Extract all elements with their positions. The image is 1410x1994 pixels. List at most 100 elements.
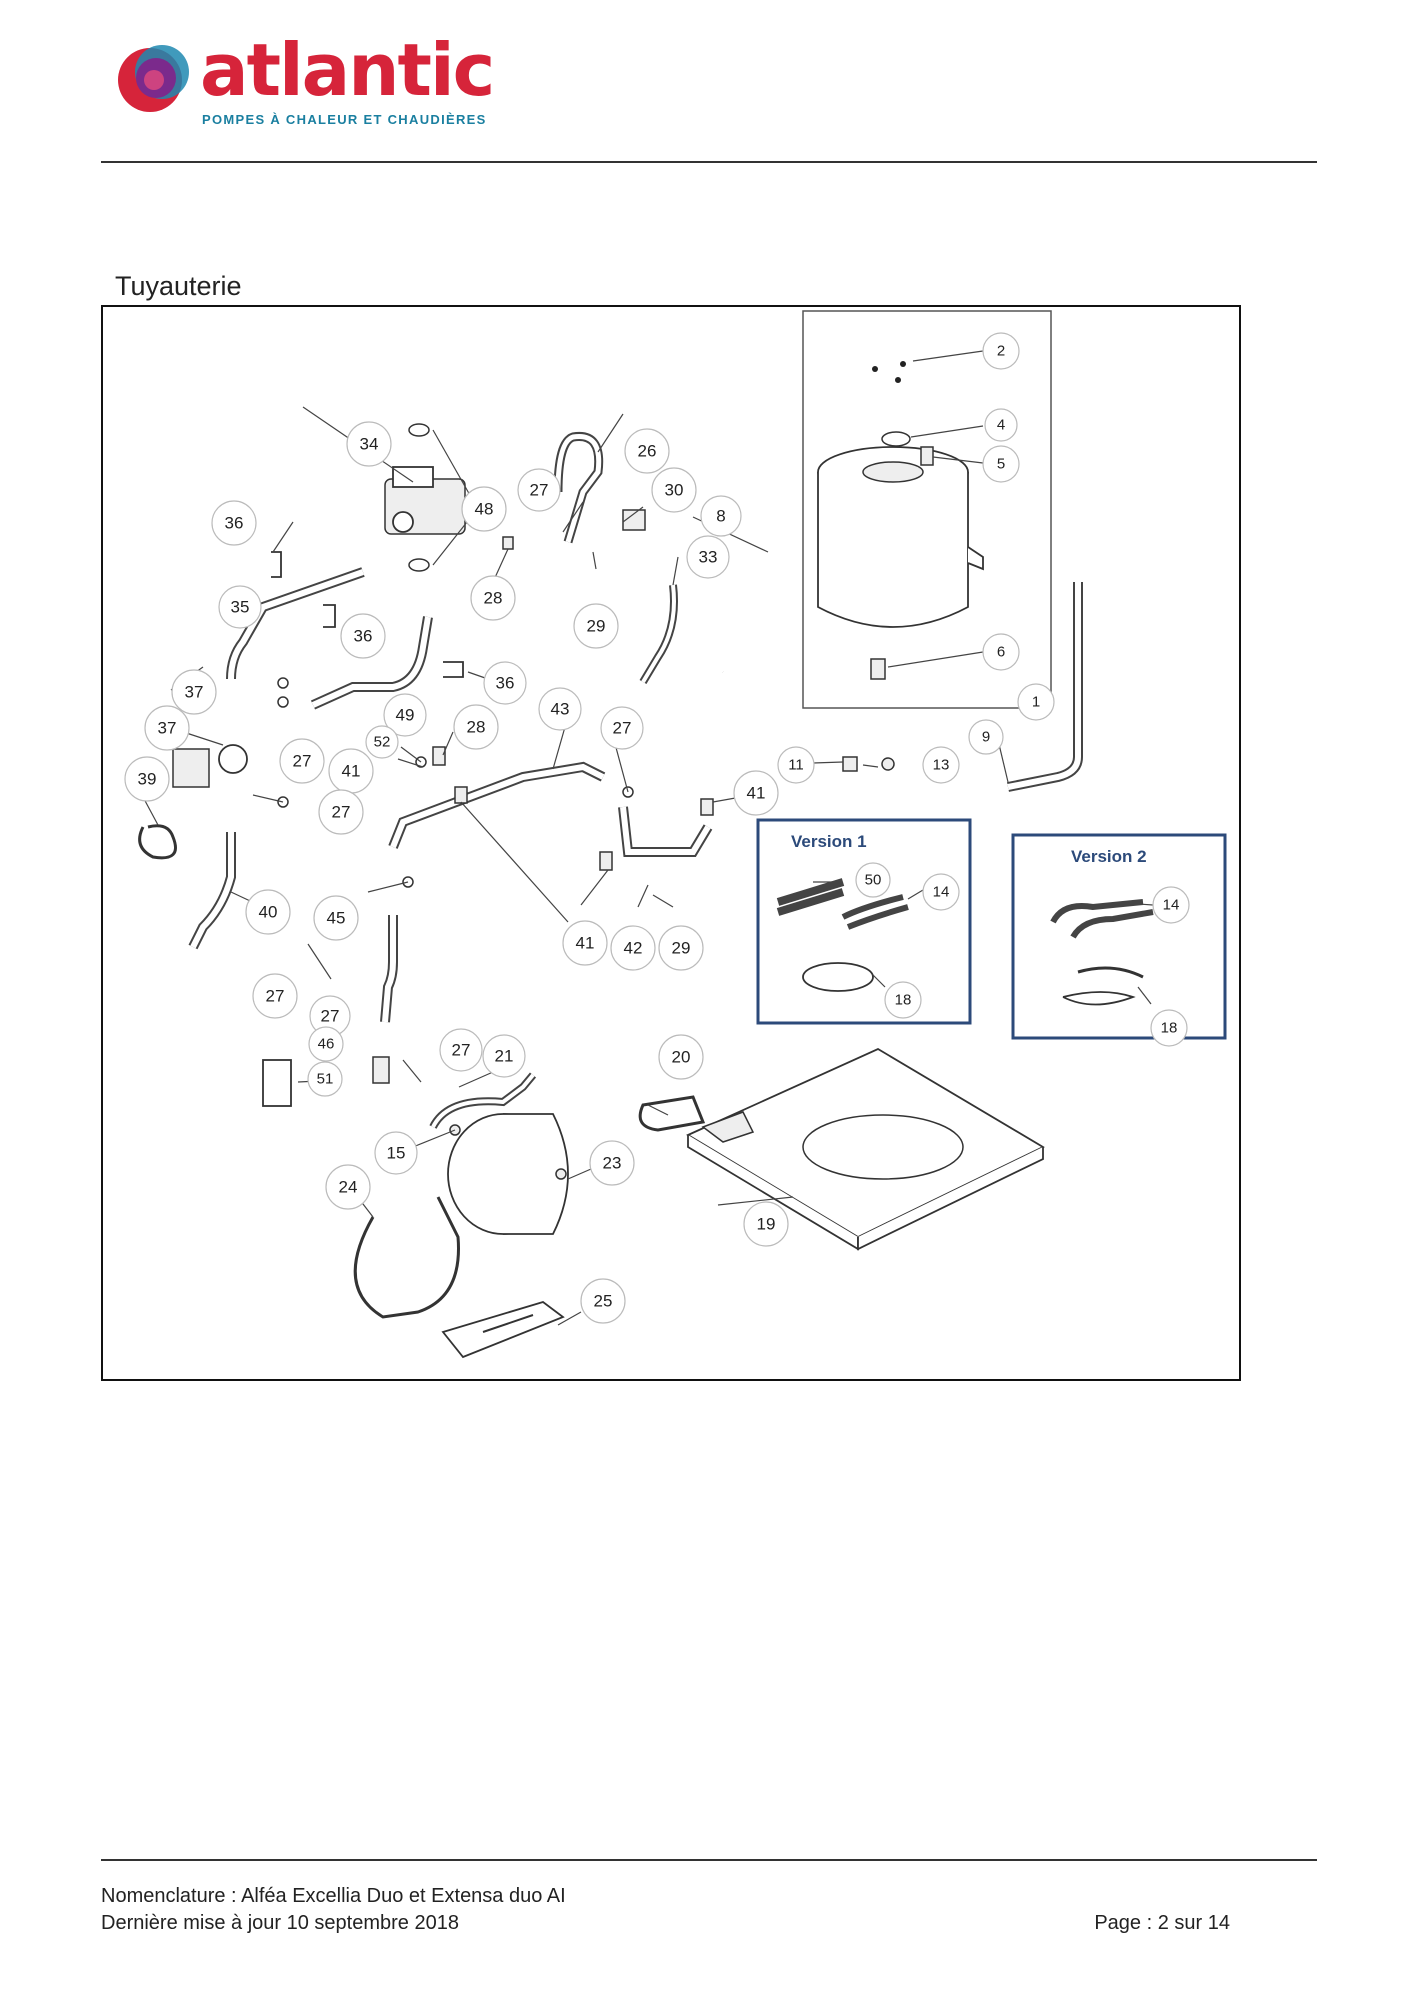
svg-text:30: 30 [665,481,684,500]
svg-text:39: 39 [138,770,157,789]
svg-text:29: 29 [672,939,691,958]
svg-text:13: 13 [933,757,950,774]
svg-text:19: 19 [757,1215,776,1234]
tee-51 [262,1059,292,1107]
svg-text:26: 26 [638,442,657,461]
callout-27a: 27 [517,468,561,512]
callout-11: 11 [777,746,815,784]
brand-name: atlantic [200,28,495,112]
callout-27f: 27 [309,995,351,1037]
strap-20 [638,1095,706,1132]
svg-text:27: 27 [530,481,549,500]
expansion-vessel-23 [447,1113,569,1235]
pipe-9 [1007,582,1083,792]
svg-text:14: 14 [1163,897,1180,914]
base-plate-19 [686,1047,1045,1251]
callout-20: 20 [658,1034,704,1080]
page-number: Page : 2 sur 14 [1094,1912,1230,1934]
svg-text:51: 51 [317,1071,334,1088]
callout-43: 43 [538,687,582,731]
callout-41b: 41 [733,770,779,816]
o-ring-27b [277,696,289,708]
header-divider [101,161,1317,163]
callout-45: 45 [313,895,359,941]
o-ring-27c [277,796,289,808]
callout-5: 5 [982,445,1020,483]
callout-24: 24 [325,1164,371,1210]
callout-40: 40 [245,889,291,935]
callout-15: 15 [374,1131,418,1175]
svg-text:27: 27 [293,752,312,771]
diagram-canvas: Version 1 Version 2 [124,310,1227,1359]
callout-27b: 27 [600,706,644,750]
svg-text:41: 41 [576,934,595,953]
o-ring-27e [622,786,634,798]
callout-52: 52 [365,725,399,759]
svg-text:27: 27 [266,987,285,1006]
svg-text:8: 8 [716,507,725,526]
valve-6 [870,658,886,680]
callout-21: 21 [482,1034,526,1078]
o-ring-27d [402,876,414,888]
clip-36b [323,604,336,628]
buffer-tank [817,446,984,628]
three-way-valve-34 [384,466,466,535]
pump-body-37 [218,744,248,774]
version-1-box: Version 1 [756,818,972,1025]
svg-text:42: 42 [624,939,643,958]
svg-text:34: 34 [360,435,379,454]
svg-text:6: 6 [997,644,1005,661]
svg-text:15: 15 [387,1144,406,1163]
strap-24 [353,1196,460,1319]
callout-27e: 27 [252,973,298,1019]
callout-13: 13 [922,746,960,784]
gasket-48a [408,423,430,437]
gasket-48b [408,558,430,572]
svg-text:45: 45 [327,909,346,928]
callout-50: 50 [855,862,891,898]
svg-text:5: 5 [997,456,1005,473]
o-ring-4 [881,431,911,447]
fitting-11 [842,756,858,772]
callout-9: 9 [968,719,1004,755]
callout-35: 35 [218,585,262,629]
clip-36a [271,551,282,578]
fitting-13 [881,757,895,771]
clip-41a [454,786,468,804]
svg-text:27: 27 [452,1041,471,1060]
svg-text:9: 9 [982,729,990,746]
pipe-43 [388,761,606,849]
screw-2c [895,377,901,383]
callout-29a: 29 [573,603,619,649]
callout-28a: 28 [470,575,516,621]
callout-19: 19 [743,1201,789,1247]
o-ring-27a [277,677,289,689]
callout-34: 34 [346,421,392,467]
callout-4: 4 [984,408,1018,442]
svg-text:28: 28 [467,718,486,737]
svg-text:46: 46 [318,1036,335,1053]
callout-28b: 28 [453,704,499,750]
svg-text:2: 2 [997,343,1005,360]
version-1-label: Version 1 [791,832,867,851]
clip-41c [599,851,613,871]
callout-23: 23 [589,1140,635,1186]
callout-27g: 27 [439,1028,483,1072]
clip-28b [432,746,446,766]
callout-8: 8 [700,495,742,537]
svg-text:11: 11 [788,757,804,774]
callout-14b: 14 [1152,886,1190,924]
callout-18a: 18 [884,981,922,1019]
svg-text:37: 37 [158,719,177,738]
svg-text:20: 20 [672,1048,691,1067]
svg-text:36: 36 [496,674,515,693]
footer-updated: Dernière mise à jour 10 septembre 2018 [101,1912,459,1934]
footer-nomenclature: Nomenclature : Alféa Excellia Duo et Ext… [101,1885,566,1907]
o-ring-52 [415,756,427,768]
footer-divider [101,1859,1317,1861]
svg-text:50: 50 [865,872,882,889]
pump-head-37 [172,748,210,788]
callout-6: 6 [982,633,1020,671]
svg-text:33: 33 [699,548,718,567]
callout-49: 49 [383,693,427,737]
